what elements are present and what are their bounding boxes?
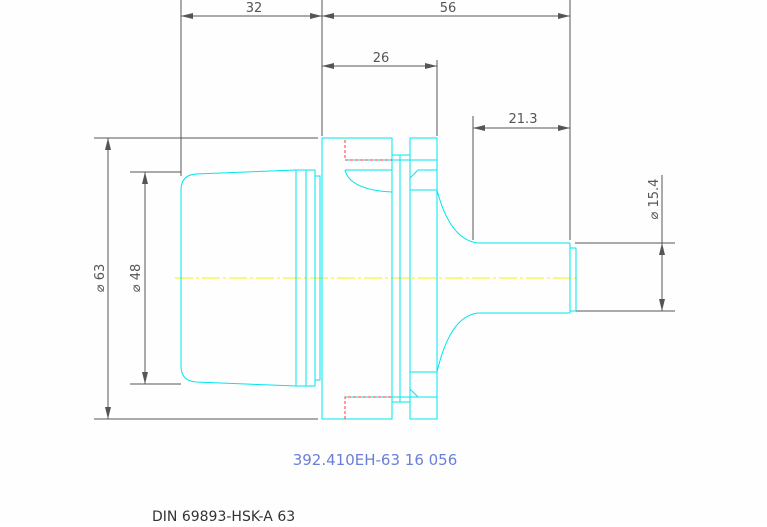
part-number: 392.410EH-63 16 056 <box>293 451 458 469</box>
dim-32-label: 32 <box>246 1 263 16</box>
dim-48-label: ⌀ 48 <box>129 264 144 293</box>
standard-label: DIN 69893-HSK-A 63 <box>152 509 295 523</box>
dim-63-label: ⌀ 63 <box>93 264 108 293</box>
dimension-arrows <box>105 13 665 419</box>
part-outline <box>180 137 577 420</box>
dim-26-label: 26 <box>373 51 390 66</box>
dim-56-label: 56 <box>440 1 457 16</box>
hidden-lines <box>344 140 392 419</box>
dimension-lines <box>94 0 675 420</box>
dim-21-3-label: 21.3 <box>509 112 538 127</box>
dim-15-4-label: ⌀ 15.4 <box>647 179 662 220</box>
